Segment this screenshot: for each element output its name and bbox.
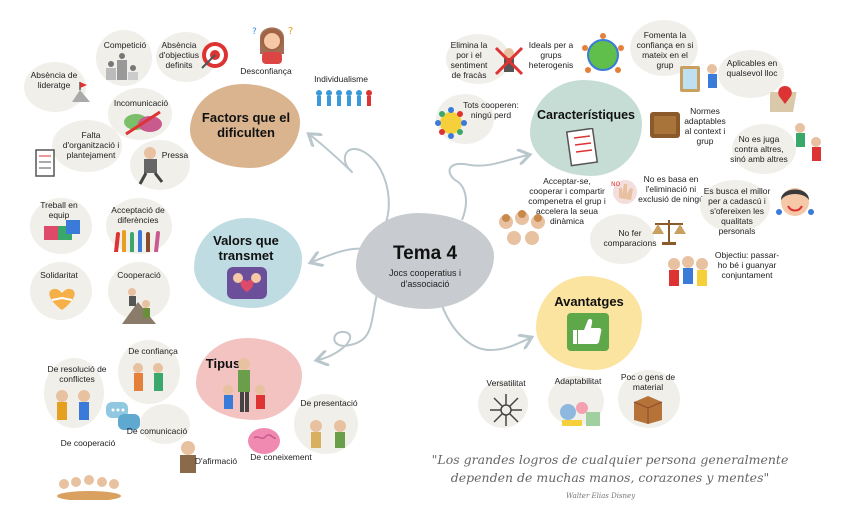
factor-absencia-objectius: Absència d'objectius definits: [159, 40, 199, 70]
factor-pressa: Pressa: [161, 150, 189, 160]
caracteristiques-title: Característiques: [537, 108, 635, 122]
tipus-title: Tipus: [205, 356, 241, 371]
map-pin-icon: [770, 86, 797, 112]
tipus-confianca: De confiança: [128, 346, 178, 356]
car-aplicables: Aplicables en qualsevol lloc: [726, 58, 778, 78]
gears-blocks-icon: [560, 402, 600, 426]
factors-blob: [190, 84, 300, 168]
tipus-resolucio: De resolució de conflictes: [47, 364, 107, 384]
no-communication-icon: [124, 110, 162, 136]
tipus-coneixement: De coneixement: [250, 452, 312, 462]
factor-competicio: Competició: [103, 40, 147, 50]
podium-icon: [106, 53, 138, 80]
factor-individualisme: Individualisme: [314, 74, 368, 84]
kids-greeting-icon: [310, 420, 346, 448]
center-blob: [356, 213, 494, 309]
valor-acceptacio: Acceptació de diferències: [111, 205, 165, 225]
valor-solidaritat: Solidaritat: [40, 270, 78, 280]
handshake-heart-icon: [49, 288, 75, 310]
arrow-to-avantatges: [439, 299, 530, 352]
car-no-eliminacio: No es basa en l'eliminació ni exclusió d…: [638, 174, 704, 204]
group-heart-icon: [227, 267, 267, 299]
car-no-juga-contra: No es juga contra altres, sinó amb altre…: [730, 134, 788, 164]
avantatge-versatilitat: Versatilitat: [486, 378, 526, 388]
thinking-man-icon: [180, 441, 196, 473]
group-faces-icon: [499, 210, 545, 245]
worried-woman-icon: ? ?: [252, 26, 293, 64]
thumbs-up-icon: [567, 313, 609, 351]
valor-cooperacio: Cooperació: [117, 270, 161, 280]
cheering-kids-icon: [668, 256, 708, 286]
car-normes: Normes adaptables al context i grup: [684, 106, 726, 146]
avantatges-title: Avantatges: [554, 294, 624, 309]
circle-people-icon: [435, 107, 467, 139]
mirror-icon: [680, 66, 700, 92]
car-no-comparacions: No fer comparacions: [603, 228, 657, 248]
svg-text:NO: NO: [611, 181, 620, 188]
avantatge-material: Poc o gens de material: [620, 372, 676, 392]
car-tots-cooperen: Tots cooperen: ningú perd: [463, 100, 519, 120]
factor-desconfianca: Desconfiança: [240, 66, 292, 76]
people-chain-icon: [316, 90, 372, 106]
valors-title: Valors que transmet: [213, 233, 279, 263]
car-ideals-grups: Ideals per a grups heterogenis: [528, 40, 574, 70]
arrow-to-factors: [310, 135, 390, 226]
happy-kid-icon: [776, 188, 814, 216]
rulebook-icon: [650, 112, 680, 138]
speech-bubbles-icon: [106, 402, 140, 430]
svg-text:?: ?: [288, 26, 293, 37]
tipus-cooperacio: De cooperació: [60, 438, 116, 448]
avantatge-adaptabilitat: Adaptabilitat: [554, 376, 602, 386]
factor-absencia-lideratge: Absència de lideratge: [30, 70, 78, 90]
center-subtitle: Jocs cooperatius i d'associació: [388, 268, 462, 289]
climbing-help-icon: [122, 288, 156, 324]
car-objectiu: Objectiu: passar-ho bé i guanyar conjunt…: [714, 250, 780, 280]
quote-line-2: dependen de muchas manos, corazones y me…: [450, 470, 770, 485]
checklist-icon: [35, 149, 55, 177]
tipus-comunicacio: De comunicació: [126, 426, 188, 436]
factor-falta-organitzacio: Falta d'organització i plantejament: [62, 130, 120, 160]
quote-author: Walter Elias Disney: [566, 492, 636, 500]
tipus-afirmacio: D'afirmació: [194, 456, 238, 466]
group-cooperation-icon: [57, 475, 121, 500]
center-title: Tema 4: [392, 243, 458, 264]
target-icon: [201, 42, 228, 69]
hurried-man-icon: [138, 147, 164, 185]
arrows-network-icon: [490, 394, 522, 426]
quote-line-1: "Los grandes logros de cualquier persona…: [431, 452, 789, 467]
tipus-presentacio: De presentació: [300, 398, 358, 408]
valor-treball-equip: Treball en equip: [40, 200, 78, 220]
family-icon: [223, 358, 265, 412]
factors-title: Factors que el dificulten: [201, 110, 291, 140]
puzzle-team-icon: [44, 220, 80, 240]
arrow-to-tipus: [318, 289, 379, 360]
globe-people-icon: [582, 33, 624, 73]
scale-icon: [652, 220, 686, 245]
no-hand-icon: NO: [611, 180, 637, 204]
factor-incomunicacio: Incomunicació: [113, 98, 169, 108]
kids-conflict-icon: [56, 390, 90, 420]
car-busca-millor: Es busca el millor per a cadascú i s'ofe…: [703, 186, 771, 236]
checklist-doc-icon: [566, 128, 599, 167]
svg-text:?: ?: [252, 27, 257, 37]
brain-icon: [248, 428, 280, 454]
crossed-figure-icon: [494, 46, 524, 76]
raised-hands-icon: [114, 230, 160, 252]
car-acceptar: Acceptar-se, cooperar i compartir compen…: [528, 176, 606, 226]
car-elimina-por: Elimina la por i el sentiment de fracàs: [450, 40, 488, 80]
box-icon: [633, 396, 663, 424]
dancing-kids-icon: [795, 123, 821, 161]
flag-climb-icon: [72, 82, 90, 102]
arrow-to-caracteristiques: [448, 155, 528, 221]
car-fomenta-confianca: Fomenta la confiança en si mateix en el …: [636, 30, 694, 70]
kids-trust-icon: [133, 363, 163, 391]
